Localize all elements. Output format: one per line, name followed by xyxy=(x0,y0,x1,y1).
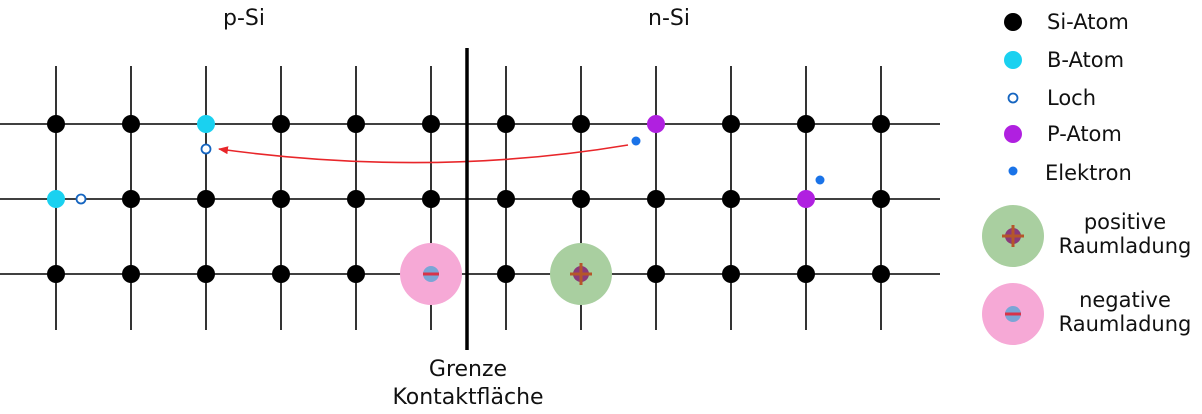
si-atom xyxy=(872,115,890,133)
si-atom xyxy=(47,265,65,283)
diffusion-arrow xyxy=(218,144,629,164)
hole-icon xyxy=(75,193,87,205)
si-atom xyxy=(47,115,65,133)
legend-si-atom-icon xyxy=(1004,13,1022,31)
lattice-atoms xyxy=(47,115,890,285)
electron-icon xyxy=(631,136,641,146)
si-atom xyxy=(872,190,890,208)
si-atom xyxy=(722,265,740,283)
si-atom xyxy=(722,115,740,133)
si-atom xyxy=(122,265,140,283)
si-atom xyxy=(347,265,365,283)
b-atom xyxy=(47,190,65,208)
si-atom xyxy=(572,115,590,133)
si-atom xyxy=(347,115,365,133)
legend-p-atom-label: P-Atom xyxy=(1047,122,1122,146)
si-atom xyxy=(197,190,215,208)
si-atom xyxy=(647,265,665,283)
legend-p-atom-icon xyxy=(1004,125,1022,143)
si-atom xyxy=(422,190,440,208)
si-atom xyxy=(647,190,665,208)
p-region-label: p-Si xyxy=(223,6,265,31)
electron-to-hole-arrow xyxy=(218,144,629,164)
legend-negative-label-line1: negative xyxy=(1079,288,1171,312)
si-atom xyxy=(872,265,890,283)
legend-electron-label: Elektron xyxy=(1045,161,1132,185)
legend-positive-label-line2: Raumladung xyxy=(1058,234,1192,258)
hole-icon xyxy=(200,143,212,155)
n-region-label: n-Si xyxy=(648,6,690,31)
si-atom xyxy=(122,115,140,133)
si-atom xyxy=(497,115,515,133)
si-atom xyxy=(722,190,740,208)
legend-b-atom-icon xyxy=(1004,51,1022,69)
si-atom xyxy=(197,265,215,283)
si-atom xyxy=(347,190,365,208)
si-atom xyxy=(422,115,440,133)
legend-si-atom-label: Si-Atom xyxy=(1047,10,1129,34)
b-atom xyxy=(197,115,215,133)
si-atom xyxy=(272,265,290,283)
p-atom xyxy=(647,115,665,133)
si-atom xyxy=(572,190,590,208)
legend-electron-icon xyxy=(1008,166,1018,176)
legend-b-atom-label: B-Atom xyxy=(1047,48,1125,72)
si-atom xyxy=(797,115,815,133)
si-atom xyxy=(272,190,290,208)
legend-symbols xyxy=(982,13,1044,345)
boundary-label-line1: Grenze xyxy=(428,357,508,382)
si-atom xyxy=(122,190,140,208)
legend-negative-label-line2: Raumladung xyxy=(1058,312,1192,336)
boundary-label-line2: Kontaktfläche xyxy=(392,385,544,410)
si-atom xyxy=(797,265,815,283)
charge-carriers xyxy=(75,136,825,205)
legend-positive-label-line1: positive xyxy=(1083,210,1167,234)
si-atom xyxy=(497,265,515,283)
si-atom xyxy=(497,190,515,208)
legend-hole-label: Loch xyxy=(1047,86,1097,110)
legend-hole-icon xyxy=(1007,92,1019,104)
electron-icon xyxy=(815,175,825,185)
p-atom xyxy=(797,190,815,208)
si-atom xyxy=(272,115,290,133)
